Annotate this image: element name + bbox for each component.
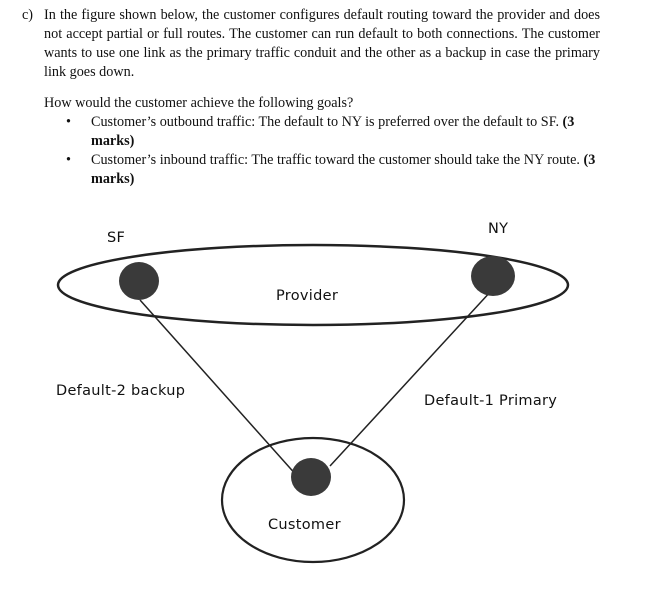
goal-outbound-marks: (3 marks) — [91, 114, 575, 149]
sf-label: SF — [107, 230, 126, 246]
ny-label: NY — [488, 221, 509, 237]
customer-router-node — [291, 458, 331, 496]
provider-label: Provider — [276, 288, 339, 304]
customer-label: Customer — [268, 517, 341, 533]
backup-link-line — [139, 299, 299, 478]
goal-list: • Customer’s outbound traffic: The defau… — [0, 113, 655, 189]
provider-cloud — [56, 243, 570, 327]
backup-link-label: Default-2 backup — [56, 383, 186, 399]
primary-link-line — [329, 289, 493, 467]
question-intro: In the figure shown below, the customer … — [44, 7, 600, 80]
question-prompt: How would the customer achieve the follo… — [44, 95, 354, 111]
bullet-icon: • — [66, 114, 71, 130]
goal-inbound: • Customer’s inbound traffic: The traffi… — [0, 151, 611, 189]
goal-outbound: • Customer’s outbound traffic: The defau… — [0, 113, 611, 151]
question-marker: c) — [22, 7, 34, 23]
sf-router-node — [119, 262, 159, 300]
primary-link-label: Default-1 Primary — [424, 393, 558, 409]
customer-cloud — [220, 436, 406, 564]
ny-router-node — [471, 256, 515, 296]
goal-inbound-text: Customer’s inbound traffic: The traffic … — [91, 152, 580, 168]
bullet-icon: • — [66, 152, 71, 168]
goal-inbound-marks: (3 marks) — [91, 152, 596, 187]
goal-outbound-text: Customer’s outbound traffic: The default… — [91, 114, 559, 130]
